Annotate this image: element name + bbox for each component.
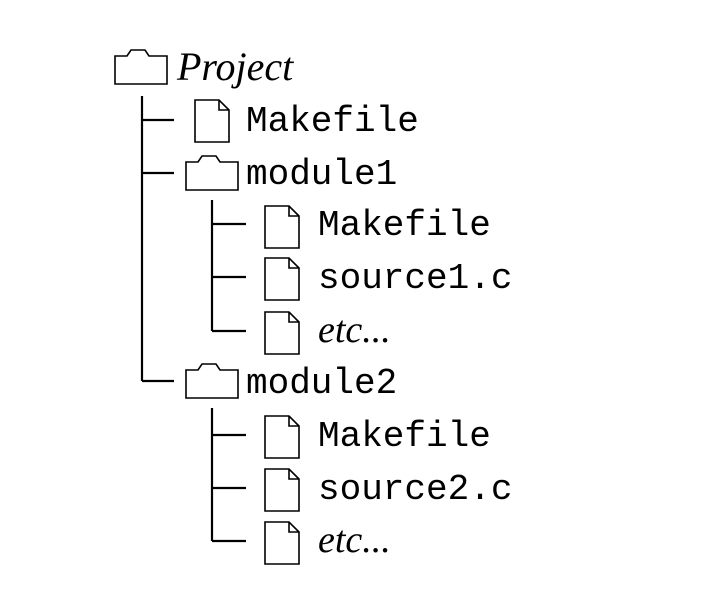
file-icon	[264, 468, 300, 512]
file-icon	[264, 205, 300, 249]
module1-connector	[210, 200, 246, 333]
file-icon	[264, 257, 300, 301]
node-label-makefile: Makefile	[246, 101, 419, 142]
module2-connector	[210, 408, 246, 543]
tree-node-module2-etc[interactable]: etc...	[264, 519, 391, 565]
tree-node-module1[interactable]: module1	[185, 154, 397, 195]
file-icon	[264, 521, 300, 565]
tree-node-module1-etc[interactable]: etc...	[264, 309, 391, 355]
folder-icon	[114, 49, 168, 85]
tree-connectors	[140, 96, 246, 543]
tree-node-source1-c[interactable]: source1.c	[264, 257, 512, 301]
root-connector	[140, 96, 174, 383]
node-label-project: Project	[176, 44, 294, 89]
tree-node-makefile[interactable]: Makefile	[194, 99, 419, 143]
folder-icon	[185, 363, 239, 399]
tree-node-source2-c[interactable]: source2.c	[264, 468, 512, 512]
node-label-module1-makefile: Makefile	[318, 205, 491, 246]
tree-node-module1-makefile[interactable]: Makefile	[264, 205, 491, 249]
node-label-module2-etc: etc...	[318, 519, 391, 561]
node-label-module2: module2	[246, 363, 397, 404]
tree-node-module2[interactable]: module2	[185, 363, 397, 404]
node-label-module2-makefile: Makefile	[318, 416, 491, 457]
tree-node-module2-makefile[interactable]: Makefile	[264, 415, 491, 459]
node-label-source2-c: source2.c	[318, 469, 512, 510]
file-icon	[194, 99, 230, 143]
file-icon	[264, 415, 300, 459]
node-label-module1: module1	[246, 154, 397, 195]
file-icon	[264, 311, 300, 355]
node-label-source1-c: source1.c	[318, 258, 512, 299]
folder-icon	[185, 155, 239, 191]
node-label-module1-etc: etc...	[318, 309, 391, 351]
tree-node-project[interactable]: Project	[114, 44, 294, 89]
